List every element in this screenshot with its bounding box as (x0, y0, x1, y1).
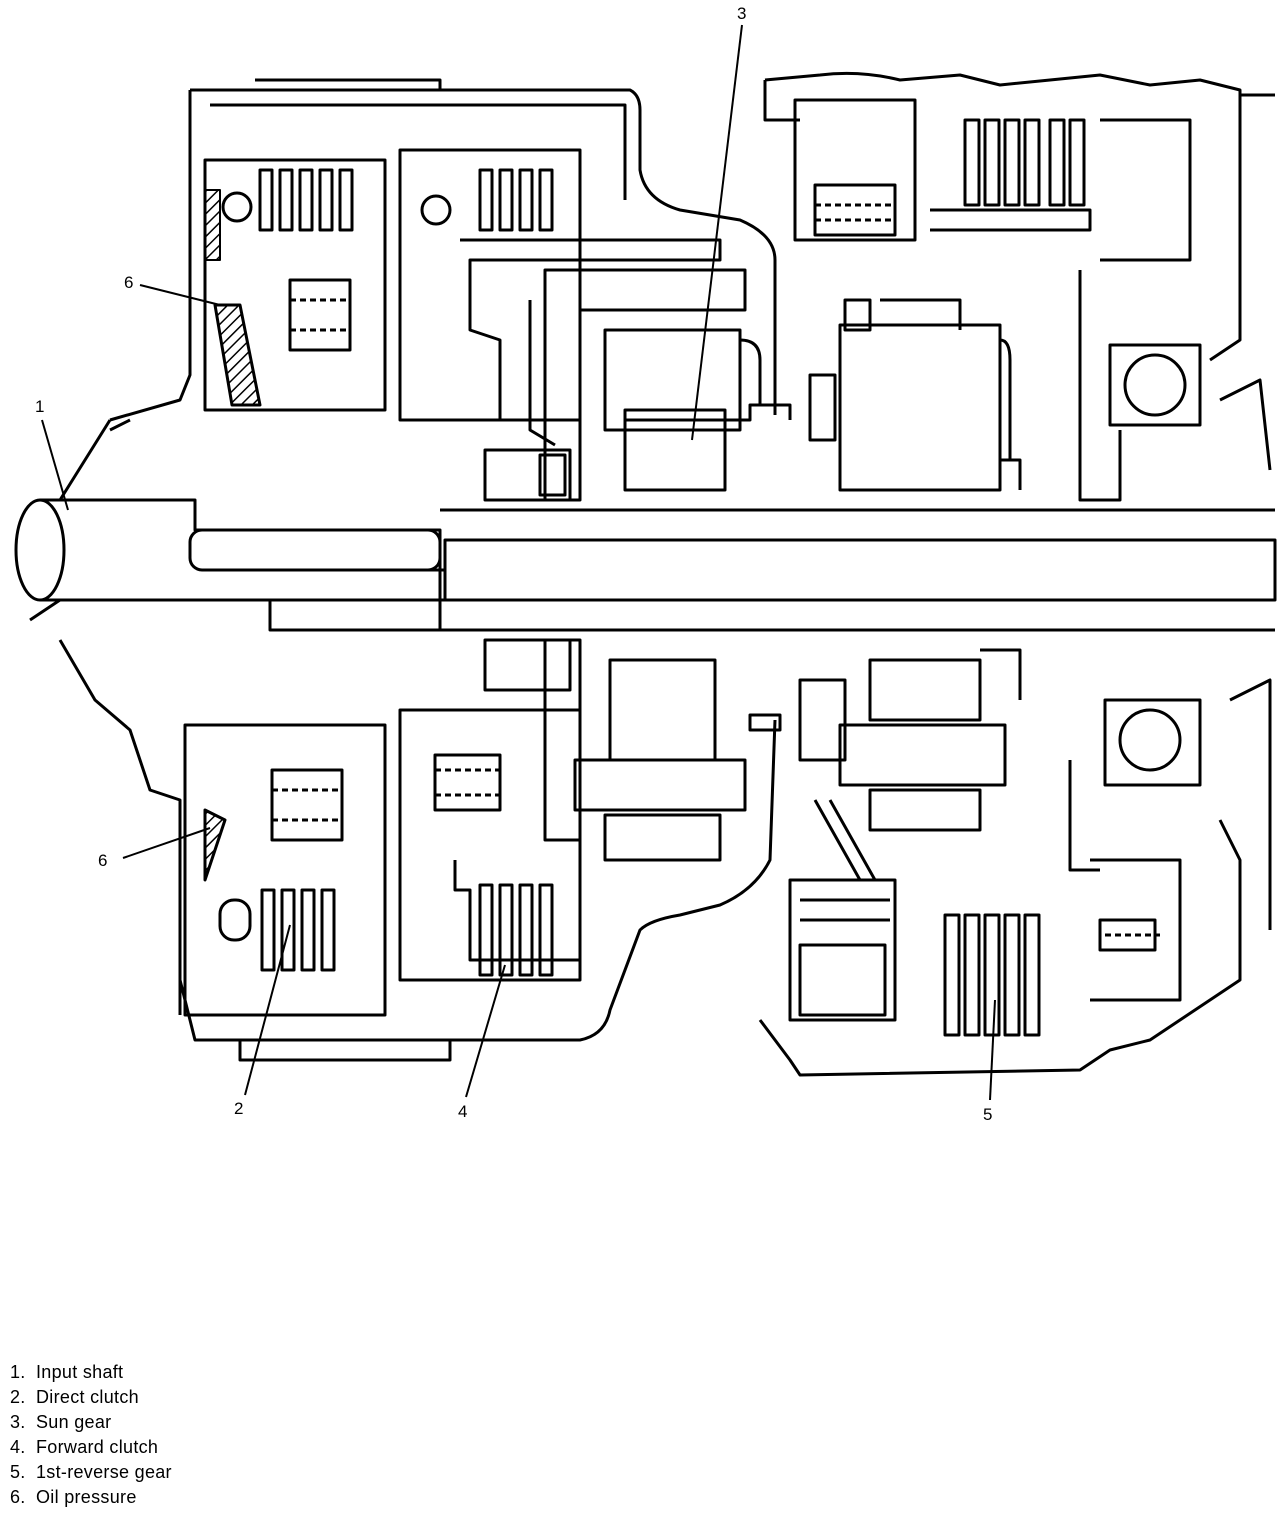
legend-item: 6.Oil pressure (10, 1487, 137, 1507)
callout-4: 4 (458, 1102, 468, 1121)
forward-clutch-upper (398, 148, 722, 502)
first-reverse-brake-upper (793, 98, 1202, 502)
callout-5: 5 (983, 1105, 993, 1124)
forward-clutch-lower (398, 638, 582, 982)
parts-legend: 1.Input shaft 2.Direct clutch 3.Sun gear… (10, 1360, 172, 1510)
callout-1: 1 (35, 397, 45, 416)
leader-line-3 (691, 24, 743, 441)
callout-6-top: 6 (124, 273, 134, 292)
leader-lines (41, 24, 996, 1101)
legend-item: 2.Direct clutch (10, 1387, 139, 1407)
case-lower (58, 639, 1272, 1077)
callout-3: 3 (737, 4, 747, 23)
legend-item: 5.1st-reverse gear (10, 1462, 172, 1482)
leader-line-2 (244, 924, 291, 1096)
leader-line-1 (41, 419, 69, 511)
legend-item: 1.Input shaft (10, 1362, 124, 1382)
leader-line-4 (465, 964, 506, 1098)
callout-2: 2 (234, 1099, 244, 1118)
input-shaft (14, 418, 1277, 632)
planetary-upper (543, 268, 1022, 502)
case-upper (109, 71, 1275, 471)
direct-clutch-lower (183, 723, 387, 1017)
planetary-lower (543, 638, 1022, 862)
legend-item: 4.Forward clutch (10, 1437, 159, 1457)
first-reverse-brake-lower (788, 698, 1202, 1037)
callout-6-bottom: 6 (98, 851, 108, 870)
direct-clutch-upper (203, 158, 387, 412)
leader-line-5 (989, 999, 996, 1101)
leader-line-6-top (139, 284, 221, 306)
legend-item: 3.Sun gear (10, 1412, 112, 1432)
leader-line-6-bottom (122, 827, 211, 859)
